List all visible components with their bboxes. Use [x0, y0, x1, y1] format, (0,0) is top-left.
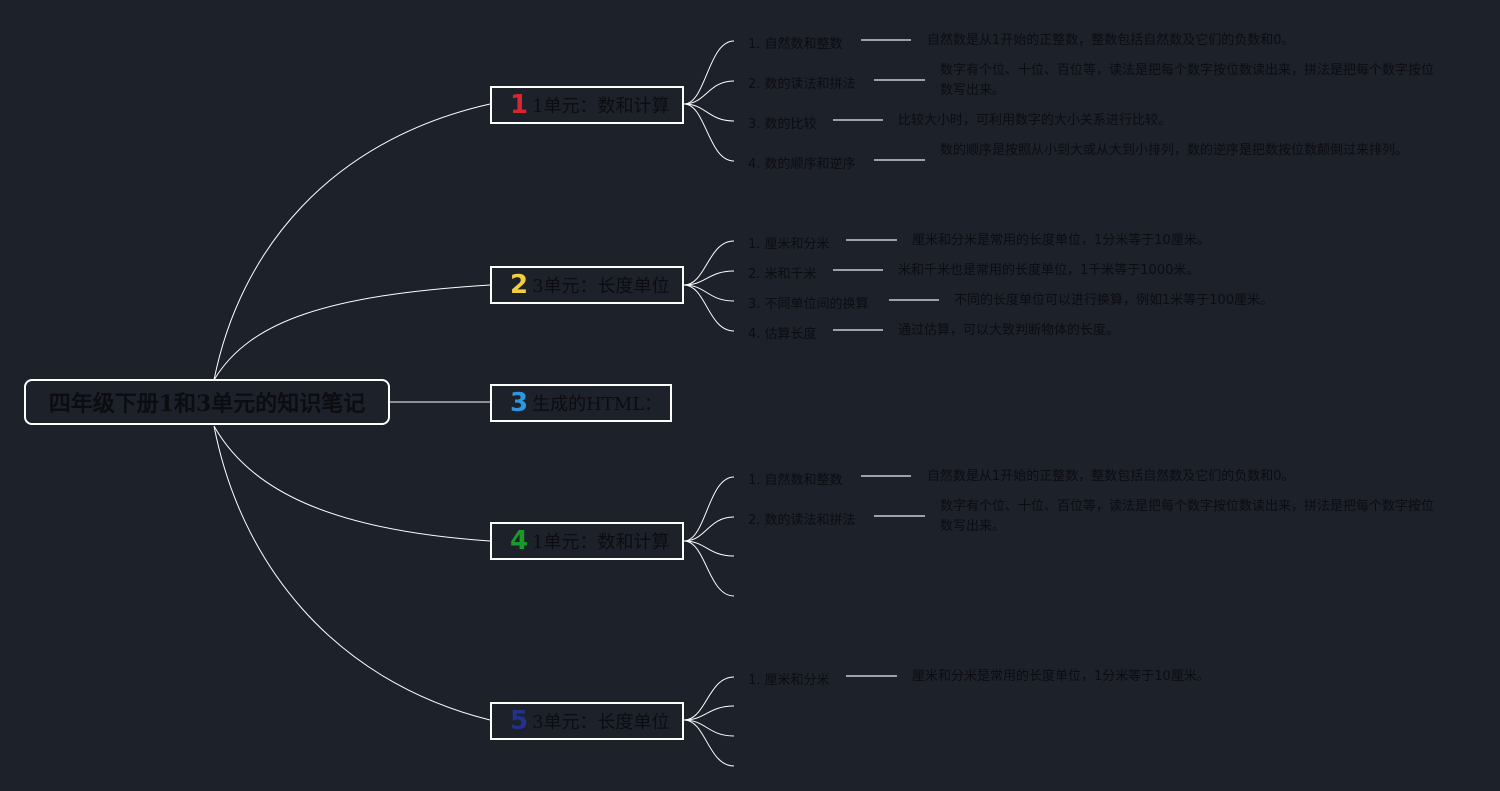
child-connector-4-4: [683, 719, 735, 767]
leaf-description: 自然数是从1开始的正整数，整数包括自然数及它们的负数和0。: [927, 469, 1295, 484]
child-connector-3-4: [683, 540, 735, 597]
leaf-description: 自然数是从1开始的正整数，整数包括自然数及它们的负数和0。: [927, 33, 1295, 48]
leaf-label[interactable]: 1. 自然数和整数: [748, 37, 843, 52]
child-connector-1-4: [683, 103, 735, 162]
child-connector-1-2: [683, 80, 735, 105]
branch-number-5: 5: [510, 706, 529, 736]
child-connector-3-3: [683, 540, 735, 557]
root-connector-4: [213, 425, 491, 542]
child-connector-2-4: [683, 284, 735, 332]
child-connector-1-1: [683, 40, 735, 105]
leaf-label[interactable]: 2. 米和千米: [748, 267, 817, 282]
branch-label-2: 3单元：长度单位: [532, 276, 670, 297]
branch-number-1: 1: [510, 90, 529, 120]
child-connector-3-1: [683, 476, 735, 542]
branch-number-2: 2: [510, 270, 529, 300]
branch-label-5: 3单元：长度单位: [532, 712, 670, 733]
branch-number-4: 4: [510, 526, 529, 556]
branch-number-3: 3: [510, 388, 529, 418]
leaf-description: 厘米和分米是常用的长度单位，1分米等于10厘米。: [912, 669, 1210, 684]
leaf-description: 比较大小时，可利用数字的大小关系进行比较。: [898, 113, 1172, 128]
branch-node-1[interactable]: 1 1单元：数和计算: [490, 86, 684, 124]
leaf-label[interactable]: 4. 数的顺序和逆序: [748, 157, 856, 172]
leaf-label[interactable]: 2. 数的读法和拼法: [748, 77, 856, 92]
leaf-label[interactable]: 1. 自然数和整数: [748, 473, 843, 488]
child-connector-2-2: [683, 270, 735, 286]
leaf-label[interactable]: 1. 厘米和分米: [748, 673, 830, 688]
root-node[interactable]: 四年级下册1和3单元的知识笔记: [24, 379, 390, 425]
branch-node-4[interactable]: 4 1单元：数和计算: [490, 522, 684, 560]
child-connector-2-3: [683, 284, 735, 302]
child-connector-4-1: [683, 676, 735, 721]
child-connector-4-3: [683, 719, 735, 737]
leaf-label[interactable]: 2. 数的读法和拼法: [748, 513, 856, 528]
branch-label-1: 1单元：数和计算: [532, 96, 670, 117]
child-connector-1-3: [683, 103, 735, 122]
child-connector-4-2: [683, 705, 735, 721]
leaf-description: 米和千米也是常用的长度单位，1千米等于1000米。: [898, 263, 1200, 278]
leaf-description: 厘米和分米是常用的长度单位，1分米等于10厘米。: [912, 233, 1210, 248]
branch-label-3: 生成的HTML：: [532, 394, 663, 415]
root-connector-2: [213, 284, 491, 381]
branch-node-2[interactable]: 2 3单元：长度单位: [490, 266, 684, 304]
leaf-label[interactable]: 3. 数的比较: [748, 117, 817, 132]
child-connector-3-2: [683, 516, 735, 542]
leaf-label[interactable]: 3. 不同单位间的换算: [748, 297, 869, 312]
branch-node-5[interactable]: 5 3单元：长度单位: [490, 702, 684, 740]
root-connector-1: [213, 103, 491, 381]
leaf-description: 数的顺序是按照从小到大或从大到小排列，数的逆序是把数按位数颠倒过来排列。: [940, 143, 1409, 158]
root-title: 四年级下册1和3单元的知识笔记: [48, 391, 366, 417]
leaf-label[interactable]: 1. 厘米和分米: [748, 237, 830, 252]
branch-label-4: 1单元：数和计算: [532, 532, 670, 553]
leaf-label[interactable]: 4. 估算长度: [748, 327, 817, 342]
leaf-description: 通过估算，可以大致判断物体的长度。: [898, 323, 1120, 338]
leaf-description: 数字有个位、十位、百位等，读法是把每个数字按位数读出来，拼法是把每个数字按位数写…: [940, 499, 1435, 534]
leaf-description: 不同的长度单位可以进行换算，例如1米等于100厘米。: [954, 293, 1274, 308]
root-connector-5: [213, 425, 491, 721]
child-connector-2-1: [683, 240, 735, 286]
branch-node-3[interactable]: 3 生成的HTML：: [490, 384, 672, 422]
leaf-description: 数字有个位、十位、百位等，读法是把每个数字按位数读出来，拼法是把每个数字按位数写…: [940, 63, 1435, 98]
